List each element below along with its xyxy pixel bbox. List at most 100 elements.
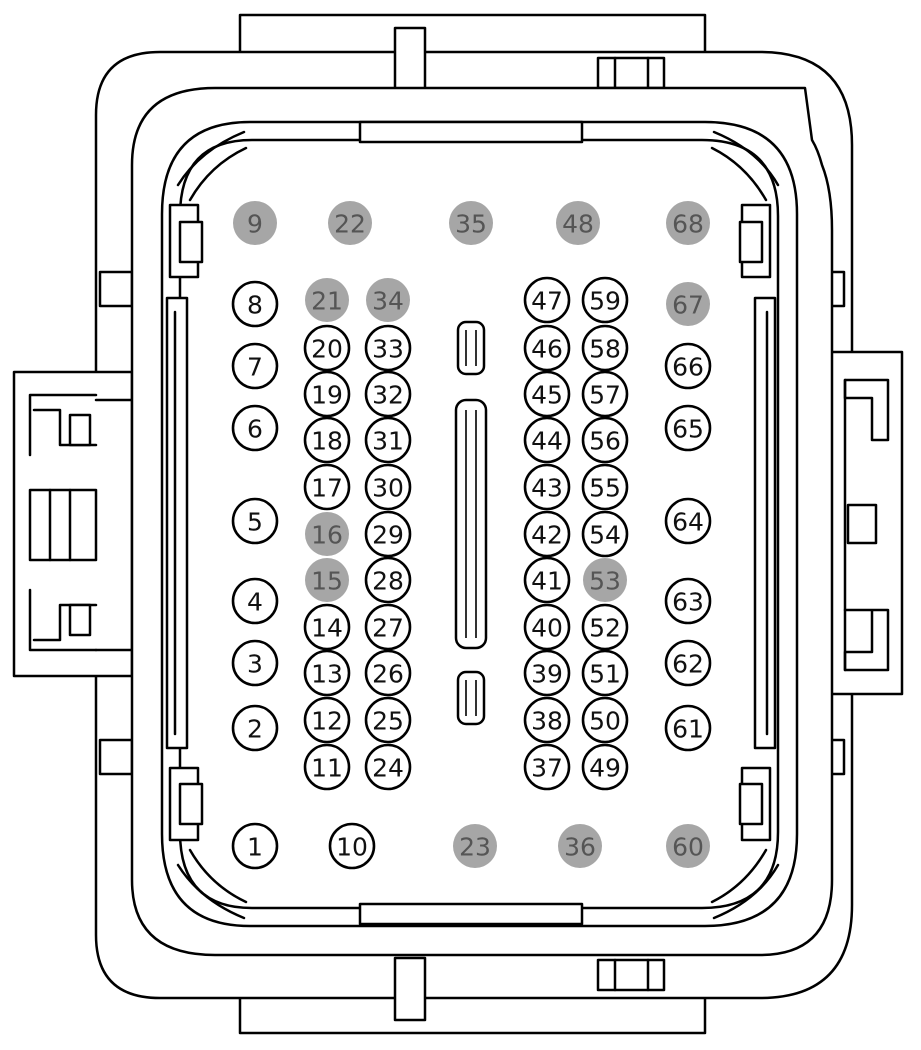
- pin-42: 42: [523, 510, 571, 558]
- pin-cavity-ring: [581, 276, 629, 324]
- pin-number-label: 16: [311, 521, 343, 550]
- pin-cavity-ring: [364, 556, 412, 604]
- pin-8: 8: [231, 280, 279, 328]
- rail-bottom: [358, 902, 584, 926]
- pin-number-label: 55: [589, 474, 621, 503]
- pin-27: 27: [364, 603, 412, 651]
- pin-number-label: 5: [247, 508, 263, 537]
- pin-43: 43: [523, 463, 571, 511]
- pin-cavity-ring: [523, 743, 571, 791]
- pin-number-label: 18: [311, 427, 343, 456]
- empty-cavity-marker: [449, 201, 493, 245]
- pin-number-label: 50: [589, 707, 621, 736]
- pin-number-label: 3: [247, 650, 263, 679]
- pin-number-label: 27: [372, 614, 404, 643]
- pin-number-label: 54: [589, 521, 621, 550]
- key-post-top: [393, 26, 427, 92]
- pin-number-label: 41: [531, 567, 563, 596]
- pin-cavity-ring: [231, 342, 279, 390]
- pin-number-label: 35: [455, 210, 487, 239]
- pin-cavity-ring: [581, 324, 629, 372]
- pin-number-label: 59: [589, 287, 621, 316]
- pin-2: 2: [231, 704, 279, 752]
- pin-36: 36: [558, 824, 602, 868]
- pin-cavity-ring: [328, 822, 376, 870]
- pin-55: 55: [581, 463, 629, 511]
- key-slot-center: [454, 398, 488, 650]
- pin-cavity-ring: [523, 510, 571, 558]
- pin-41: 41: [523, 556, 571, 604]
- rail-top: [358, 120, 584, 144]
- pin-cavity-ring: [581, 743, 629, 791]
- pin-cavity-ring: [303, 370, 351, 418]
- pin-cavity-ring: [664, 639, 712, 687]
- pin-number-label: 45: [531, 381, 563, 410]
- pin-29: 29: [364, 510, 412, 558]
- side-tab-left-upper: [98, 270, 134, 308]
- pin-9: 9: [233, 201, 277, 245]
- pin-cavity-ring: [364, 743, 412, 791]
- pin-cavity-ring: [581, 649, 629, 697]
- pin-51: 51: [581, 649, 629, 697]
- pin-number-label: 21: [311, 287, 343, 316]
- pin-cavity-ring: [664, 497, 712, 545]
- pin-number-label: 10: [336, 833, 368, 862]
- pin-cavity-ring: [364, 603, 412, 651]
- pin-number-label: 52: [589, 614, 621, 643]
- pin-number-label: 60: [672, 833, 704, 862]
- empty-cavity-marker: [453, 824, 497, 868]
- pin-16: 16: [305, 512, 349, 556]
- left-latch: [12, 370, 134, 678]
- empty-cavity-marker: [666, 824, 710, 868]
- pin-number-label: 33: [372, 335, 404, 364]
- pin-cavity-ring: [303, 649, 351, 697]
- pin-cavity-ring: [664, 704, 712, 752]
- pin-60: 60: [666, 824, 710, 868]
- pin-number-label: 56: [589, 427, 621, 456]
- pin-3: 3: [231, 639, 279, 687]
- pin-cavity-ring: [581, 416, 629, 464]
- pin-cavity-ring: [303, 696, 351, 744]
- pin-number-label: 9: [247, 210, 263, 239]
- pin-cavity-ring: [581, 370, 629, 418]
- pin-number-label: 65: [672, 415, 704, 444]
- pin-cavity-ring: [664, 342, 712, 390]
- pin-cavity-ring: [523, 370, 571, 418]
- pin-28: 28: [364, 556, 412, 604]
- pin-33: 33: [364, 324, 412, 372]
- pin-number-label: 2: [247, 715, 263, 744]
- pin-13: 13: [303, 649, 351, 697]
- pin-23: 23: [453, 824, 497, 868]
- empty-cavity-marker: [305, 278, 349, 322]
- pin-cavity-ring: [523, 416, 571, 464]
- pin-number-label: 6: [247, 415, 263, 444]
- empty-cavity-marker: [666, 282, 710, 326]
- pin-cavity-ring: [523, 463, 571, 511]
- pin-number-label: 46: [531, 335, 563, 364]
- pin-number-label: 32: [372, 381, 404, 410]
- key-post-bottom: [393, 956, 427, 1022]
- pin-56: 56: [581, 416, 629, 464]
- pin-number-label: 19: [311, 381, 343, 410]
- pin-20: 20: [303, 324, 351, 372]
- pin-cavity-ring: [231, 577, 279, 625]
- pin-53: 53: [583, 558, 627, 602]
- pin-45: 45: [523, 370, 571, 418]
- pin-cavity-ring: [581, 603, 629, 651]
- pin-cavity-ring: [303, 743, 351, 791]
- key-block-top: [596, 56, 666, 90]
- pin-67: 67: [666, 282, 710, 326]
- pin-number-label: 13: [311, 660, 343, 689]
- pin-44: 44: [523, 416, 571, 464]
- pin-cavity-ring: [364, 324, 412, 372]
- pin-number-label: 17: [311, 474, 343, 503]
- pin-cavity-ring: [231, 704, 279, 752]
- pin-number-label: 28: [372, 567, 404, 596]
- pin-number-label: 68: [672, 210, 704, 239]
- pin-50: 50: [581, 696, 629, 744]
- pin-46: 46: [523, 324, 571, 372]
- pin-32: 32: [364, 370, 412, 418]
- empty-cavity-marker: [366, 278, 410, 322]
- pin-66: 66: [664, 342, 712, 390]
